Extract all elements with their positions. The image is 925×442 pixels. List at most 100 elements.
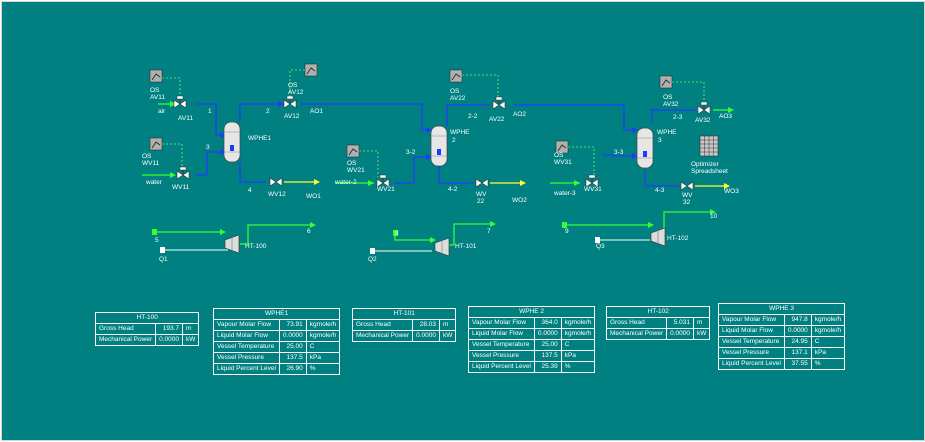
- valve-icon[interactable]: [475, 178, 489, 188]
- label-s4: 4: [248, 187, 252, 194]
- label-wv12: WV12: [268, 191, 286, 198]
- stream-10[interactable]: [663, 211, 712, 235]
- label-s2-2: 2-2: [468, 113, 478, 120]
- label-wv22-1: WV: [476, 191, 487, 198]
- stream-3-2[interactable]: [394, 156, 430, 184]
- label-wphe2-1: WPHE: [450, 129, 470, 136]
- energy-streams: [162, 239, 650, 252]
- valve-icon[interactable]: [376, 174, 390, 188]
- label-water-3: water-3: [553, 190, 576, 197]
- label-os-av32-1: OS: [663, 94, 673, 101]
- vessel-icon[interactable]: [636, 127, 654, 169]
- table-title: HT-100: [94, 312, 200, 324]
- stream-arrows: [152, 101, 734, 254]
- label-q1: Q1: [159, 256, 168, 263]
- vessel-icon[interactable]: [430, 125, 448, 167]
- label-s10: 10: [710, 213, 718, 220]
- stream-4[interactable]: [239, 162, 266, 183]
- label-s2-3: 2-3: [673, 114, 683, 121]
- label-s1: 1: [208, 108, 212, 115]
- stream-ao2[interactable]: [514, 104, 636, 131]
- controller-icon[interactable]: [555, 140, 569, 154]
- stream-8[interactable]: [394, 234, 434, 241]
- turbine-icon[interactable]: [650, 227, 666, 247]
- label-ao3: AO3: [719, 113, 732, 120]
- vessel-icon[interactable]: [223, 121, 241, 163]
- valve-icon[interactable]: [173, 95, 187, 109]
- valve-icon[interactable]: [283, 95, 297, 109]
- label-s9: 9: [565, 228, 569, 235]
- controller-icon[interactable]: [149, 69, 163, 83]
- label-s2: 2: [266, 108, 270, 115]
- label-air: air: [158, 108, 166, 115]
- stream-4-2[interactable]: [438, 165, 474, 184]
- stream-6[interactable]: [240, 224, 312, 245]
- label-av12: AV12: [284, 113, 300, 120]
- label-os-av11-1: OS: [150, 87, 160, 94]
- stream-2-2[interactable]: [446, 104, 490, 126]
- stream-3-3[interactable]: [602, 154, 636, 157]
- spreadsheet-icon[interactable]: [699, 135, 719, 157]
- label-wphe1: WPHE1: [248, 135, 272, 142]
- label-wo3: WO3: [724, 188, 739, 195]
- controller-icon[interactable]: [149, 137, 163, 151]
- valve-icon[interactable]: [492, 96, 506, 110]
- label-os-wv31-2: WV31: [554, 159, 572, 166]
- valve-icon[interactable]: [680, 181, 694, 191]
- label-wv31: WV31: [584, 186, 602, 193]
- valve-icon[interactable]: [697, 101, 711, 115]
- turbine-icon[interactable]: [224, 234, 240, 254]
- label-s8: 8: [395, 230, 399, 237]
- table-title: HT-101: [351, 308, 457, 320]
- table-title: WPHE 3: [717, 303, 846, 315]
- stream-4-3[interactable]: [644, 170, 679, 187]
- label-av32: AV32: [695, 117, 711, 124]
- controller-icon[interactable]: [346, 144, 360, 158]
- label-os-av22-1: OS: [450, 88, 460, 95]
- valve-icon[interactable]: [176, 166, 190, 180]
- label-water-2: water-2: [334, 179, 357, 186]
- controller-icon[interactable]: [449, 69, 463, 83]
- table-title: WPHE 2: [467, 306, 596, 318]
- label-ht102: HT-102: [667, 235, 689, 242]
- label-s3-2: 3-2: [406, 149, 416, 156]
- label-av22: AV22: [489, 116, 505, 123]
- label-wo2: WO2: [512, 197, 527, 204]
- stream-3b[interactable]: [206, 151, 224, 175]
- controller-icon[interactable]: [304, 63, 318, 77]
- stream-7[interactable]: [448, 223, 492, 246]
- label-s3-3: 3-3: [614, 149, 624, 156]
- valve-icon[interactable]: [269, 177, 283, 187]
- valve-icon[interactable]: [585, 174, 599, 188]
- turbine-icon[interactable]: [434, 237, 450, 257]
- label-ao2: AO2: [513, 111, 526, 118]
- stream-2-3[interactable]: [651, 109, 696, 122]
- label-s4-2: 4-2: [448, 186, 458, 193]
- label-s3: 3: [206, 144, 210, 151]
- label-av11: AV11: [178, 115, 193, 122]
- label-wphe3-1: WPHE: [657, 129, 677, 136]
- stream-2[interactable]: [239, 103, 284, 122]
- controller-icon[interactable]: [659, 75, 673, 89]
- table-title: WPHE1: [212, 308, 341, 320]
- label-optimizer-2: Spreadsheet: [691, 168, 728, 175]
